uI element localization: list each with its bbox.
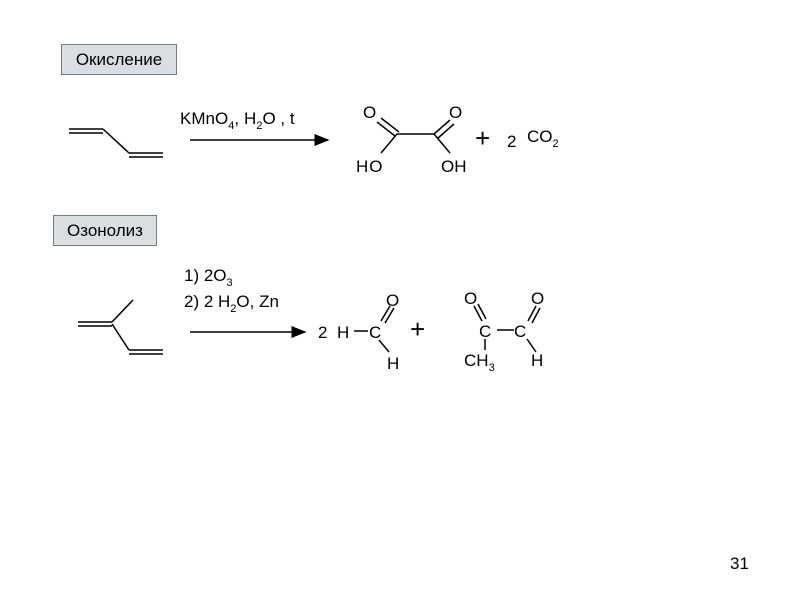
oxalic-o-right: O	[449, 103, 462, 122]
ozonolysis-title: Озонолиз	[67, 220, 143, 240]
methylglyoxal-h: H	[531, 351, 543, 370]
oxidation-reagents: KMnO4, H2O , t	[180, 109, 295, 132]
oxalic-ho: HO	[356, 157, 384, 176]
isoprene-structure	[78, 299, 163, 355]
oxidation-title: Окисление	[75, 49, 163, 69]
methylglyoxal-structure: O O C C CH3 H	[464, 289, 544, 374]
co2-coefficient: 2	[507, 132, 516, 151]
formaldehyde-h-left: H	[337, 323, 349, 342]
reagent1-text: 1) 2O	[184, 266, 227, 285]
formaldehyde-h-bottom: H	[387, 354, 399, 373]
oxidation-title-box: Окисление	[61, 44, 177, 75]
methylglyoxal-methyl: CH3	[464, 351, 495, 374]
h-text: H	[244, 109, 256, 128]
formaldehyde-structure: 2 H C O H	[318, 291, 399, 373]
oxalic-acid-structure: O O HO OH	[356, 103, 467, 176]
reagent2-text-b: O, Zn	[236, 292, 279, 311]
methylglyoxal-o-right: O	[531, 289, 544, 308]
methyl-subscript: 3	[489, 362, 495, 374]
kmno-subscript: 4	[228, 120, 234, 132]
butadiene-structure	[69, 128, 163, 158]
oxalic-o-left: O	[363, 103, 376, 122]
co2-text: CO	[527, 127, 553, 146]
o-t-text: O , t	[262, 109, 294, 128]
methylglyoxal-c-right: C	[514, 322, 526, 341]
formaldehyde-o: O	[386, 291, 399, 310]
ozonolysis-title-box: Озонолиз	[53, 215, 157, 246]
ozonolysis-reagent-line1: 1) 2O3	[184, 266, 233, 289]
reagent1-subscript: 3	[227, 277, 233, 289]
methylglyoxal-c-left: C	[479, 322, 491, 341]
methylglyoxal-o-left: O	[464, 289, 477, 308]
page-number: 31	[730, 554, 749, 573]
oxalic-oh: OH	[441, 157, 467, 176]
ozonolysis-plus: +	[410, 314, 425, 344]
oxidation-plus: +	[475, 123, 490, 153]
kmno-text: KMnO	[180, 109, 228, 128]
co2-subscript: 2	[553, 138, 559, 150]
reagent2-subscript: 2	[230, 303, 236, 315]
reagent2-text-a: 2) 2 H	[184, 292, 230, 311]
methyl-ch-text: CH	[464, 351, 489, 370]
comma-text: ,	[234, 109, 239, 128]
ozonolysis-reagent-line2: 2) 2 H2O, Zn	[184, 292, 279, 315]
co2-formula: CO2	[527, 127, 559, 150]
formaldehyde-coefficient: 2	[318, 323, 327, 342]
formaldehyde-c: C	[369, 323, 381, 342]
h-subscript: 2	[256, 120, 262, 132]
